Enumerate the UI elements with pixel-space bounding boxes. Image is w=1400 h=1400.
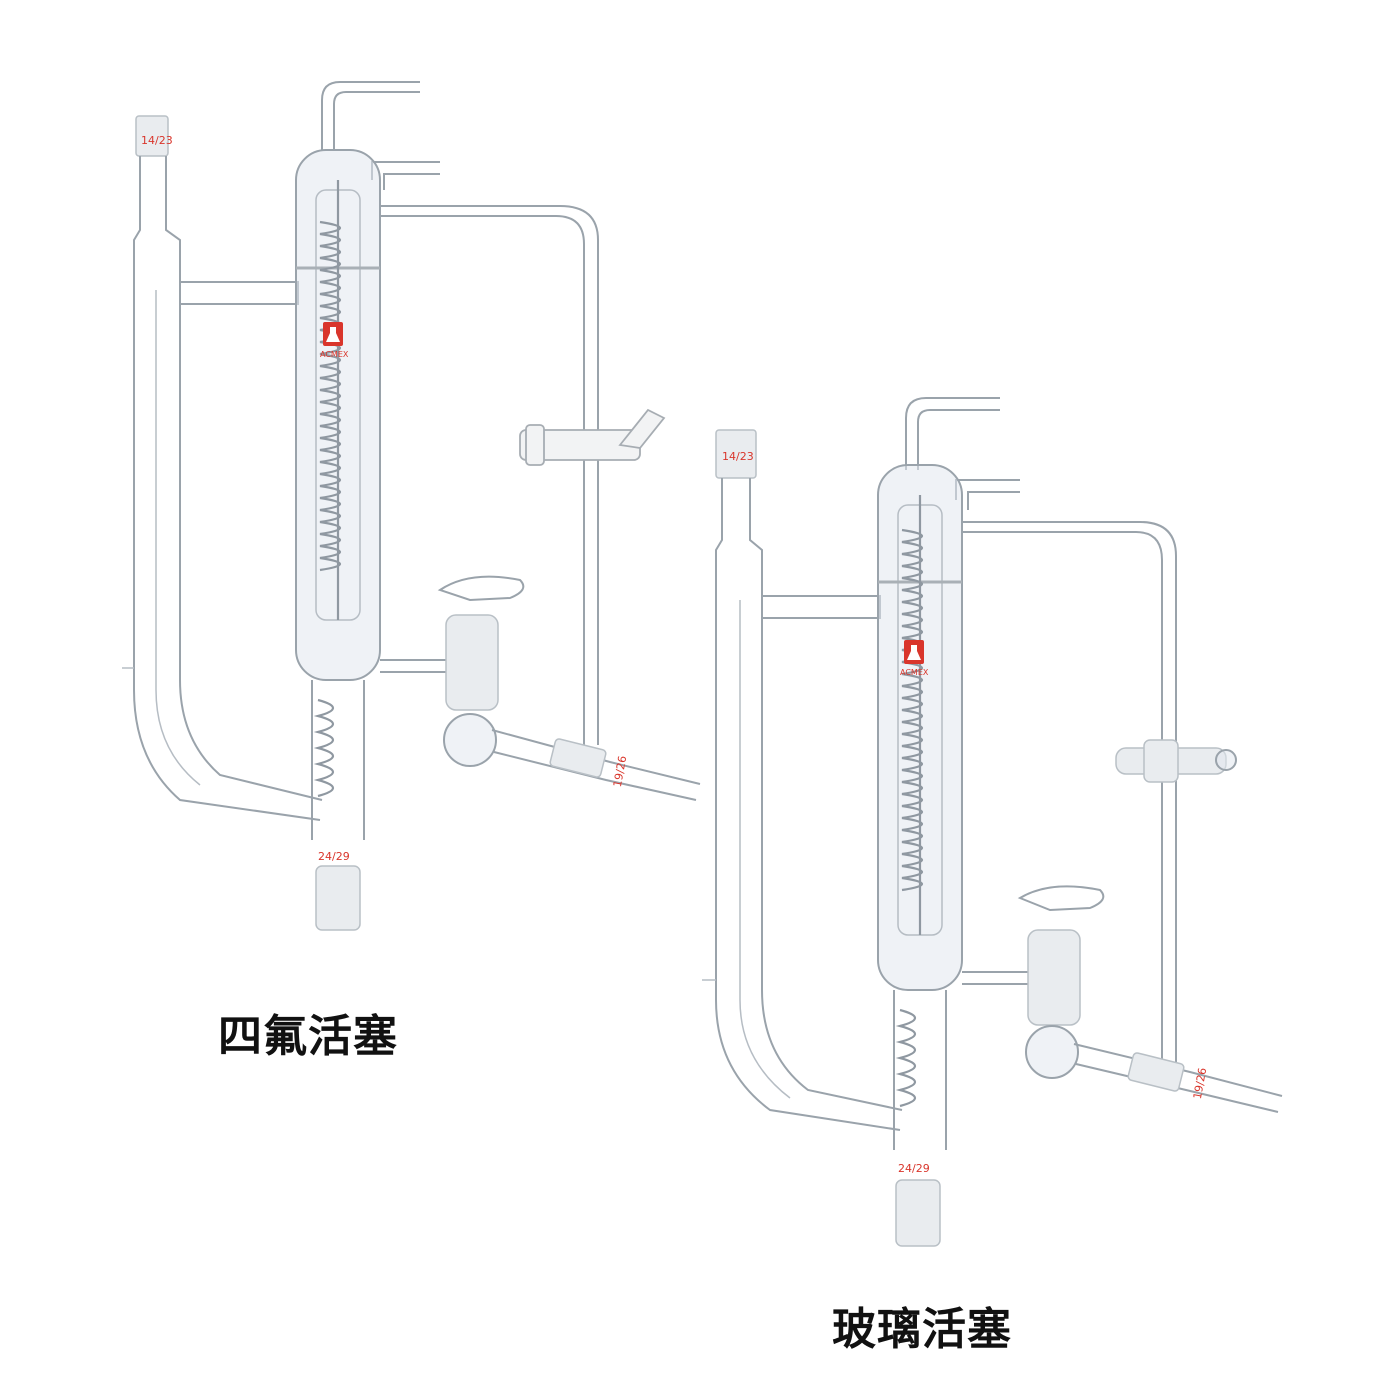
left-return-tube bbox=[380, 205, 599, 745]
right-apparatus: 14/23 ACMEX 24/29 bbox=[702, 397, 1283, 1247]
left-caption: 四氟活塞 bbox=[218, 1011, 398, 1062]
left-side-joint bbox=[549, 738, 607, 778]
right-top-joint-label: 14/23 bbox=[722, 450, 754, 463]
right-bottom-joint bbox=[895, 1179, 941, 1247]
left-coil bbox=[319, 180, 342, 620]
svg-text:ACMEX: ACMEX bbox=[900, 668, 929, 677]
right-coil bbox=[901, 495, 924, 935]
left-lower-stopcock bbox=[437, 575, 525, 767]
right-lower-stopcock bbox=[1017, 885, 1105, 1079]
left-bottom-joint bbox=[315, 865, 361, 931]
left-apparatus: 14/23 ACMEX 24/29 bbox=[122, 81, 701, 931]
left-bridge-tube bbox=[179, 281, 299, 305]
svg-text:ACMEX: ACMEX bbox=[320, 350, 349, 359]
flask-logo-icon: ACMEX bbox=[320, 322, 349, 359]
right-bottom-joint-label: 24/29 bbox=[898, 1162, 930, 1175]
right-caption: 玻璃活塞 bbox=[832, 1304, 1012, 1355]
right-side-joint bbox=[1127, 1052, 1185, 1092]
flask-logo-icon: ACMEX bbox=[900, 640, 929, 677]
right-bridge-tube bbox=[761, 595, 881, 619]
right-side-joint-label: 19/26 bbox=[1191, 1067, 1209, 1100]
left-top-joint-label: 14/23 bbox=[141, 134, 173, 147]
left-top-joint bbox=[135, 115, 169, 157]
right-top-joint bbox=[715, 429, 757, 479]
left-side-joint-label: 19/26 bbox=[611, 755, 629, 788]
left-bottom-joint-label: 24/29 bbox=[318, 850, 350, 863]
right-glass-stopcock bbox=[1115, 739, 1237, 783]
right-return-tube bbox=[962, 521, 1177, 1070]
left-outer-tube bbox=[133, 156, 321, 821]
left-ptfe-stopcock bbox=[519, 408, 666, 466]
right-outer-tube bbox=[715, 478, 901, 1131]
